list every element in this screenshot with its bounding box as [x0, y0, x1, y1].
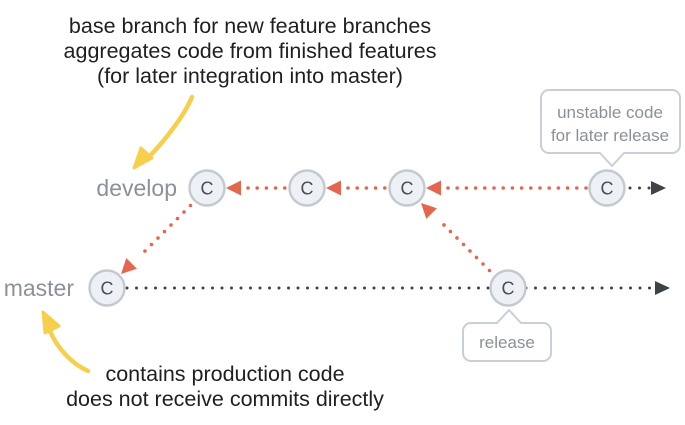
commit-node: C — [489, 269, 527, 307]
master-commits: C C — [88, 269, 527, 307]
master-note: contains production code does not receiv… — [66, 362, 384, 411]
develop-timeline-tail — [628, 181, 666, 195]
callout-release: release — [462, 309, 552, 362]
red-link-commit2-to-commit1 — [226, 180, 290, 196]
red-link-develop-to-master-root — [121, 197, 199, 274]
develop-commits: C C C C — [188, 169, 626, 207]
red-link-release-to-develop — [421, 203, 498, 279]
yellow-arrow-develop-icon — [132, 94, 195, 170]
commit-letter: C — [401, 179, 414, 199]
callout-unstable-line-1: unstable code — [557, 103, 663, 122]
commit-letter: C — [601, 179, 614, 199]
develop-commit-links — [226, 180, 590, 196]
red-arrowhead-icon — [421, 203, 437, 219]
red-arrowhead-icon — [121, 258, 137, 274]
callout-unstable-line-2: for later release — [551, 126, 669, 145]
master-note-line-2: does not receive commits directly — [66, 387, 384, 411]
develop-note-line-3: (for later integration into master) — [97, 64, 403, 88]
master-timeline — [125, 281, 670, 295]
red-arrowhead-icon — [426, 180, 441, 196]
commit-letter: C — [502, 279, 515, 299]
commit-node: C — [88, 269, 126, 307]
commit-letter: C — [301, 179, 314, 199]
commit-letter: C — [101, 279, 114, 299]
develop-future-arrow-icon — [651, 181, 666, 195]
commit-node: C — [588, 169, 626, 207]
yellow-arrow-master-icon — [41, 310, 91, 374]
red-link-commit3-to-commit2 — [326, 180, 390, 196]
branch-label-develop: develop — [96, 175, 177, 201]
develop-note-line-1: base branch for new feature branches — [69, 14, 431, 38]
callout-unstable: unstable code for later release — [540, 89, 681, 167]
master-future-arrow-icon — [655, 281, 670, 295]
develop-note: base branch for new feature branches agg… — [64, 14, 437, 88]
commit-node: C — [388, 169, 426, 207]
red-arrowhead-icon — [326, 180, 341, 196]
commit-letter: C — [201, 179, 214, 199]
branch-label-master: master — [4, 275, 75, 301]
master-note-line-1: contains production code — [105, 362, 344, 386]
red-link-commit4-to-commit3 — [426, 180, 590, 196]
develop-note-line-2: aggregates code from finished features — [64, 39, 437, 63]
commit-node: C — [188, 169, 226, 207]
red-arrowhead-icon — [226, 180, 241, 196]
callout-release-label: release — [479, 333, 535, 352]
commit-node: C — [288, 169, 326, 207]
